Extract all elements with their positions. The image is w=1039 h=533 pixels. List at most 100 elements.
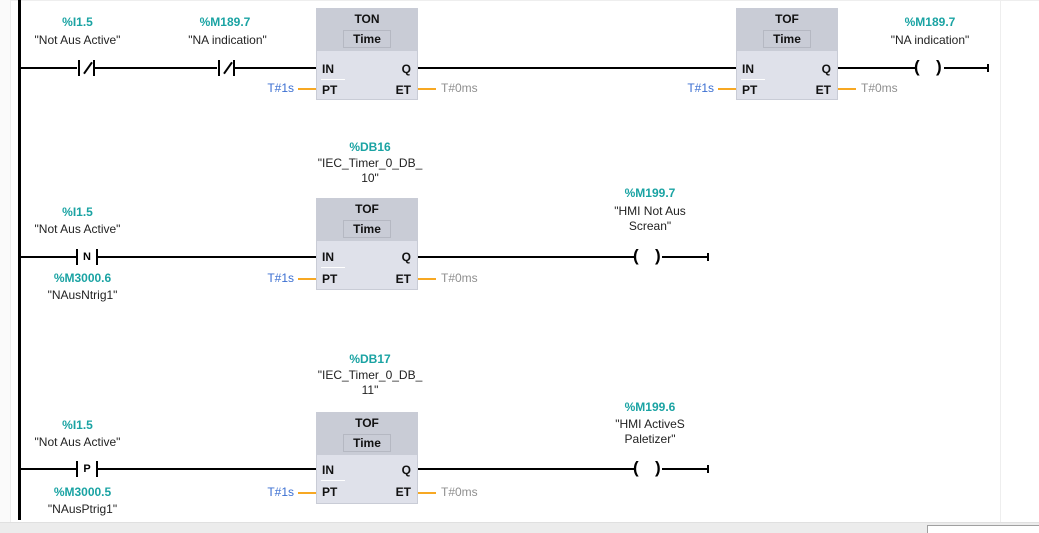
instance-db-symbol: "IEC_Timer_0_DB_ bbox=[317, 156, 423, 170]
param-wire bbox=[298, 278, 316, 280]
contact-bar bbox=[218, 60, 220, 76]
coil-symbol: "NA indication" bbox=[890, 33, 970, 47]
et-value[interactable]: T#0ms bbox=[861, 81, 898, 95]
contact-symbol: "Not Aus Active" bbox=[34, 435, 121, 449]
block-data-type[interactable]: Time bbox=[343, 30, 391, 48]
block-type: TOF bbox=[355, 416, 379, 430]
normally-closed-contact[interactable] bbox=[218, 60, 235, 76]
contact-bar bbox=[76, 249, 78, 265]
output-coil[interactable]: ( ) bbox=[633, 246, 661, 267]
horizontal-scrollbar-track[interactable] bbox=[0, 522, 1039, 533]
param-wire bbox=[838, 88, 856, 90]
nc-slash-icon bbox=[223, 61, 233, 75]
coil-symbol: "HMI ActiveS bbox=[615, 417, 685, 431]
left-power-rail bbox=[18, 0, 21, 520]
nc-slash-icon bbox=[83, 61, 93, 75]
contact-address: %I1.5 bbox=[62, 205, 93, 219]
contact-address: %I1.5 bbox=[62, 15, 93, 29]
wire bbox=[96, 256, 316, 258]
pin-in: IN bbox=[322, 463, 334, 477]
block-data-type[interactable]: Time bbox=[343, 434, 391, 452]
coil-left-paren-icon: ( bbox=[633, 246, 639, 265]
pin-q: Q bbox=[401, 250, 411, 264]
param-wire bbox=[418, 492, 436, 494]
block-data-type[interactable]: Time bbox=[763, 30, 811, 48]
pt-value[interactable]: T#1s bbox=[267, 81, 294, 95]
wire bbox=[418, 256, 634, 258]
wire bbox=[838, 67, 916, 69]
rung-end bbox=[707, 253, 709, 261]
block-type: TOF bbox=[775, 12, 799, 26]
coil-address: %M199.7 bbox=[624, 186, 676, 200]
negative-edge-contact[interactable]: N bbox=[76, 249, 98, 265]
et-value[interactable]: T#0ms bbox=[441, 81, 478, 95]
tof-timer-block[interactable]: TOF Time IN PT Q ET bbox=[736, 8, 838, 100]
pin-pt: PT bbox=[322, 83, 338, 97]
param-wire bbox=[418, 88, 436, 90]
wire bbox=[20, 468, 77, 470]
output-coil[interactable]: ( ) bbox=[914, 57, 942, 78]
wire bbox=[96, 468, 316, 470]
pin-in: IN bbox=[322, 62, 334, 76]
tof-timer-block[interactable]: TOF Time IN PT Q ET bbox=[316, 198, 418, 290]
instance-db-symbol: "IEC_Timer_0_DB_ bbox=[317, 368, 423, 382]
coil-address: %M199.6 bbox=[624, 400, 676, 414]
block-type: TOF bbox=[355, 202, 379, 216]
wire bbox=[20, 67, 77, 69]
contact-bar bbox=[96, 461, 98, 477]
bottom-right-panel[interactable] bbox=[927, 525, 1039, 533]
param-wire bbox=[418, 278, 436, 280]
editor-divider bbox=[1000, 0, 1001, 522]
pin-separator bbox=[321, 267, 345, 268]
instance-db-symbol-cont: 11" bbox=[361, 383, 379, 397]
contact-symbol: "Not Aus Active" bbox=[34, 222, 121, 236]
coil-left-paren-icon: ( bbox=[914, 57, 920, 76]
pin-q: Q bbox=[401, 463, 411, 477]
pin-pt: PT bbox=[742, 83, 758, 97]
coil-address: %M189.7 bbox=[904, 15, 956, 29]
positive-edge-contact[interactable]: P bbox=[76, 461, 98, 477]
coil-right-paren-icon: ) bbox=[655, 458, 661, 477]
ton-timer-block[interactable]: TON Time IN PT Q ET bbox=[316, 8, 418, 100]
top-border bbox=[0, 0, 1039, 1]
param-wire bbox=[298, 492, 316, 494]
wire bbox=[944, 67, 988, 69]
edge-memory-symbol: "NAusNtrig1" bbox=[47, 288, 118, 302]
block-data-type[interactable]: Time bbox=[343, 220, 391, 238]
rung-end bbox=[707, 465, 709, 473]
pin-separator bbox=[321, 79, 345, 80]
wire bbox=[418, 67, 736, 69]
contact-symbol: "NA indication" bbox=[188, 33, 267, 47]
normally-closed-contact[interactable] bbox=[78, 60, 95, 76]
coil-right-paren-icon: ) bbox=[936, 57, 942, 76]
pin-pt: PT bbox=[322, 272, 338, 286]
tof-timer-block[interactable]: TOF Time IN PT Q ET bbox=[316, 412, 418, 504]
wire bbox=[235, 67, 316, 69]
pin-et: ET bbox=[815, 83, 831, 97]
pin-et: ET bbox=[395, 272, 411, 286]
edge-memory-address: %M3000.5 bbox=[53, 485, 112, 499]
et-value[interactable]: T#0ms bbox=[441, 485, 478, 499]
pt-value[interactable]: T#1s bbox=[267, 485, 294, 499]
pin-et: ET bbox=[395, 485, 411, 499]
coil-symbol: "HMI Not Aus bbox=[614, 204, 686, 218]
edge-letter: N bbox=[83, 251, 91, 263]
contact-symbol: "Not Aus Active" bbox=[34, 33, 121, 47]
pt-value[interactable]: T#1s bbox=[687, 81, 714, 95]
edge-letter: P bbox=[83, 463, 91, 475]
output-coil[interactable]: ( ) bbox=[633, 458, 661, 479]
et-value[interactable]: T#0ms bbox=[441, 271, 478, 285]
instance-db-address: %DB16 bbox=[349, 140, 391, 154]
contact-bar bbox=[233, 60, 235, 76]
contact-bar bbox=[96, 249, 98, 265]
instance-db-symbol-cont: 10" bbox=[361, 171, 379, 185]
contact-address: %I1.5 bbox=[62, 418, 93, 432]
pt-value[interactable]: T#1s bbox=[267, 271, 294, 285]
contact-bar bbox=[78, 60, 80, 76]
rung-end bbox=[987, 64, 989, 72]
instance-db-address: %DB17 bbox=[349, 352, 391, 366]
contact-bar bbox=[76, 461, 78, 477]
wire bbox=[662, 468, 708, 470]
wire bbox=[418, 468, 634, 470]
